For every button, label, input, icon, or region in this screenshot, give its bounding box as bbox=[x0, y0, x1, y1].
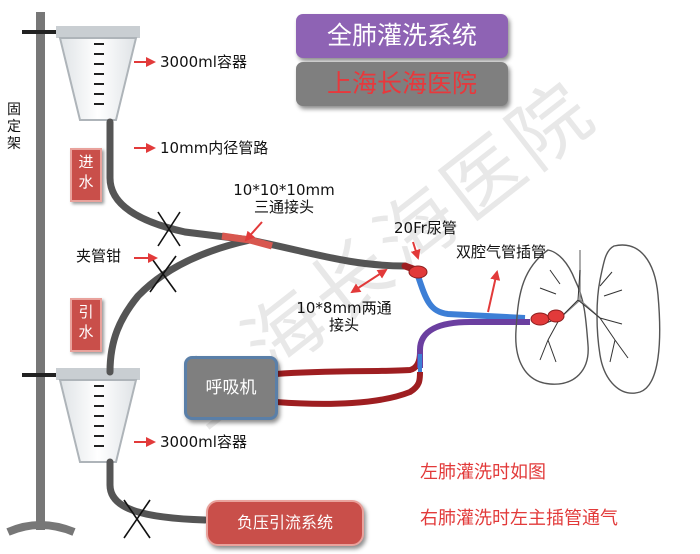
bronchial-tree bbox=[539, 269, 629, 363]
container-bottom-scale bbox=[94, 385, 104, 447]
lungs bbox=[515, 244, 661, 394]
stand-pole bbox=[36, 12, 45, 530]
stand-label: 固定架 bbox=[7, 102, 21, 152]
dlt-bronchial-cuff bbox=[530, 312, 550, 326]
clamp-inflow bbox=[157, 211, 181, 247]
clamp-outflow bbox=[149, 255, 177, 293]
system-title: 全肺灌洗系统 bbox=[296, 14, 508, 58]
ventilator-label: 呼吸机 bbox=[205, 378, 257, 398]
ventilator-box: 呼吸机 bbox=[184, 356, 278, 420]
label-three-way: 10*10*10mm 三通接头 bbox=[224, 181, 344, 217]
label-container-top: 3000ml容器 bbox=[160, 53, 247, 71]
outflow-tag: 引水 bbox=[70, 298, 102, 352]
stand-arm-bottom bbox=[22, 373, 60, 377]
container-top bbox=[56, 26, 140, 121]
label-three-way-line2: 三通接头 bbox=[253, 198, 314, 217]
dlt-purple-lumen bbox=[417, 319, 530, 368]
label-two-way-line2: 接头 bbox=[328, 316, 359, 335]
stand-arm-top bbox=[22, 30, 60, 34]
label-inner-tube: 10mm内径管路 bbox=[160, 139, 269, 157]
outflow-tube bbox=[106, 236, 254, 376]
label-dlt: 双腔气管插管 bbox=[456, 243, 547, 261]
vent-tube-lower bbox=[275, 371, 423, 407]
container-top-rim bbox=[56, 26, 140, 38]
annotation-arrows bbox=[134, 57, 501, 447]
stand-base bbox=[6, 521, 76, 536]
suction-tube bbox=[106, 458, 209, 524]
clamp-suction bbox=[123, 499, 151, 539]
arrow-two-way bbox=[350, 268, 388, 294]
arrow-three-way bbox=[244, 221, 263, 242]
label-container-bottom: 3000ml容器 bbox=[160, 433, 247, 451]
container-bottom bbox=[56, 368, 140, 463]
vent-tube-upper bbox=[275, 351, 423, 377]
catheter-blue bbox=[415, 275, 526, 321]
suction-label: 负压引流系统 bbox=[236, 513, 333, 532]
inflow-tag: 进水 bbox=[70, 148, 102, 202]
label-clamp: 夹管钳 bbox=[76, 247, 122, 265]
trachea-outline bbox=[559, 250, 601, 319]
inflow-tag-text: 进水 bbox=[78, 153, 94, 191]
label-two-way-line1: 10*8mm两通 bbox=[296, 299, 392, 317]
arrow-dlt bbox=[487, 270, 501, 313]
container-top-scale bbox=[94, 43, 104, 105]
dlt-tracheal-cuff bbox=[547, 309, 565, 323]
label-three-way-line1: 10*10*10mm bbox=[233, 181, 335, 199]
arrow-catheter bbox=[410, 241, 421, 260]
stand bbox=[6, 12, 76, 536]
label-catheter: 20Fr尿管 bbox=[394, 219, 457, 237]
suction-box: 负压引流系统 bbox=[206, 500, 364, 546]
outflow-tag-text: 引水 bbox=[78, 303, 94, 341]
catheter-connector bbox=[408, 265, 428, 279]
container-bottom-rim bbox=[56, 368, 140, 380]
left-lung bbox=[515, 249, 589, 385]
note-right-lung: 右肺灌洗时左主插管通气 bbox=[420, 508, 618, 529]
hospital-title: 上海长海医院 bbox=[296, 62, 508, 106]
right-lung bbox=[596, 244, 661, 394]
label-two-way: 10*8mm两通 接头 bbox=[282, 299, 406, 335]
note-left-lung: 左肺灌洗时如图 bbox=[420, 462, 546, 483]
